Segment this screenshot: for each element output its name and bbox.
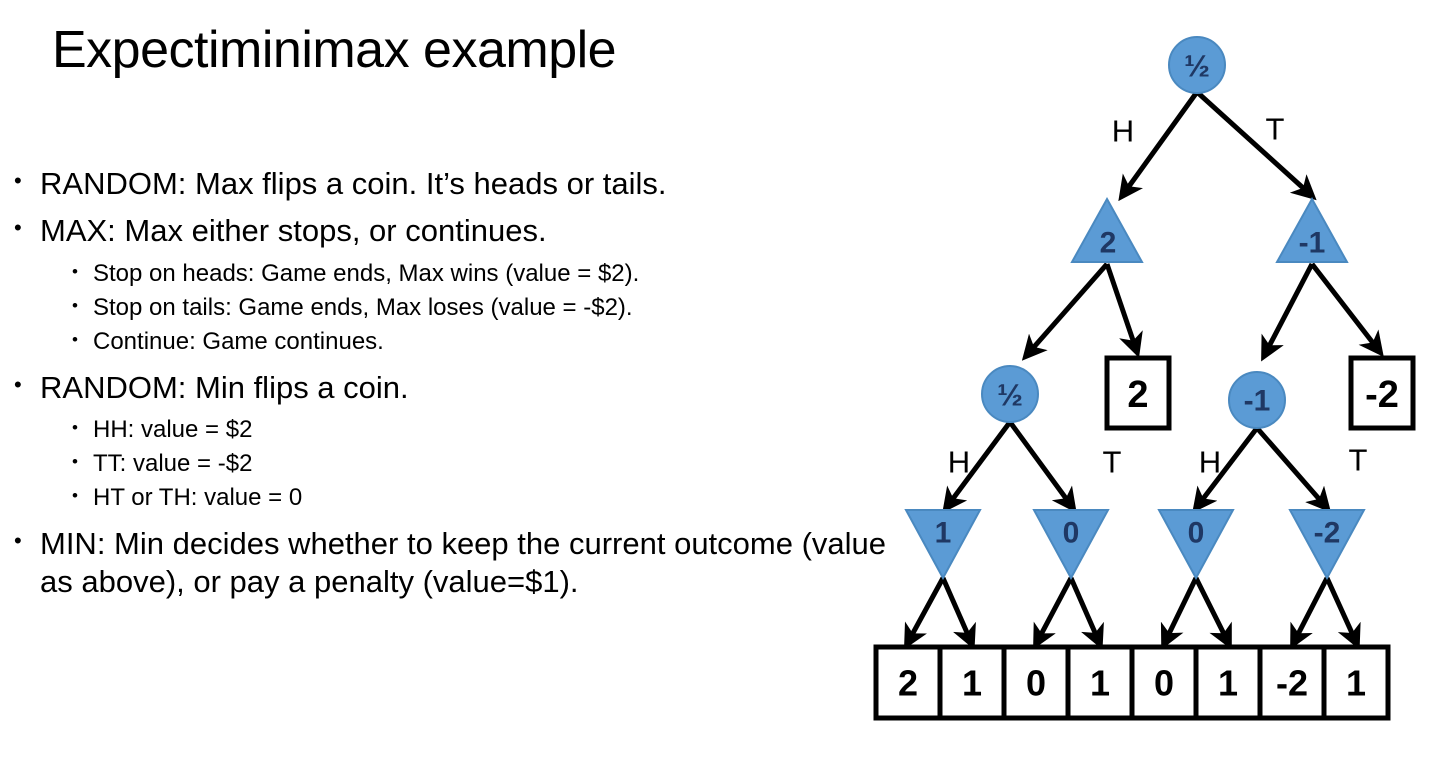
tree-terminal-stop-heads[interactable]: 2 [1104,355,1172,431]
list-item-text: HH: value = $2 [93,416,253,444]
tree-node-min-1[interactable]: 1 [904,509,982,581]
tree-node-min-4[interactable]: -2 [1288,509,1366,581]
list-spacer [14,361,894,369]
tree-leaf-7[interactable]: -2 [1257,644,1327,721]
bullet-dot-icon: • [72,261,78,281]
tree-node-chance-right-label: -1 [1244,385,1271,418]
edge-min-2-to-leaf-4 [1068,576,1104,650]
tree-leaf-8[interactable]: 1 [1321,644,1391,721]
bullet-list: • RANDOM: Max flips a coin. It’s heads o… [14,165,894,610]
edge-chance-left-to-min-2 [1007,420,1077,514]
tree-node-root-label: ½ [1184,49,1210,84]
tree-leaf-4[interactable]: 1 [1065,644,1135,721]
edge-label-root-h: H [1112,114,1134,149]
list-spacer [14,517,894,525]
bullet-dot-icon: • [72,452,78,472]
tree-node-max-left[interactable]: 2 [1070,196,1144,263]
tree-node-min-1-label: 1 [935,517,952,550]
list-item-text: RANDOM: Max flips a coin. It’s heads or … [40,166,667,201]
edge-label-chance-left-t: T [1103,445,1122,480]
edge-min-4-to-leaf-7 [1290,576,1330,650]
edge-label-chance-left-h: H [948,445,970,480]
edge-label-chance-right-t: T [1349,443,1368,478]
tree-terminal-stop-tails[interactable]: -2 [1348,355,1416,431]
edge-min-1-to-leaf-1 [904,576,946,650]
bullet-dot-icon: • [14,168,22,193]
list-item: • HT or TH: value = 0 [72,483,894,513]
list-item-text: RANDOM: Min flips a coin. [40,369,409,405]
list-item: • Stop on tails: Game ends, Max loses (v… [72,293,894,323]
bullet-dot-icon: • [72,418,78,438]
edge-max-right-to-terminal [1310,262,1384,357]
list-item: • HH: value = $2 [72,415,894,445]
tree-leaf-1[interactable]: 2 [873,644,943,721]
bullet-dot-icon: • [14,528,22,554]
tree-node-chance-right[interactable]: -1 [1228,371,1286,429]
tree-node-min-2[interactable]: 0 [1032,509,1110,581]
edge-root-to-max-right [1195,90,1317,201]
list-item-text: TT: value = -$2 [93,450,253,478]
tree-leaf-5-label: 0 [1154,663,1174,704]
tree-node-root-chance[interactable]: ½ [1168,36,1226,94]
edge-root-to-max-left [1118,90,1200,202]
tree-terminal-stop-tails-label: -2 [1365,374,1399,416]
edge-max-left-to-chance [1021,262,1109,361]
list-item: • MIN: Min decides whether to keep the c… [14,525,894,601]
tree-leaf-6[interactable]: 1 [1193,644,1263,721]
edge-max-right-to-chance [1261,262,1315,362]
list-item: • MAX: Max either stops, or continues. [14,212,894,250]
list-item-text: Stop on tails: Game ends, Max loses (val… [93,293,633,321]
tree-leaf-3-label: 0 [1026,663,1046,704]
tree-node-chance-left-label: ½ [997,378,1023,413]
list-item: • RANDOM: Min flips a coin. [14,369,894,407]
list-item-text: HT or TH: value = 0 [93,484,303,512]
bullet-dot-icon: • [72,329,78,349]
edge-min-4-to-leaf-8 [1324,576,1361,650]
tree-node-min-3-label: 0 [1188,517,1205,550]
list-item: • Continue: Game continues. [72,327,894,357]
tree-node-max-right-label: -1 [1299,227,1326,260]
tree-leaf-2-label: 1 [962,663,982,704]
tree-node-min-2-label: 0 [1063,517,1080,550]
bullet-dot-icon: • [14,214,22,240]
tree-leaf-2[interactable]: 1 [937,644,1007,721]
list-item-text: MIN: Min decides whether to keep the cur… [40,526,887,600]
list-item-text: Continue: Game continues. [93,327,384,355]
edge-min-1-to-leaf-2 [940,576,976,650]
bullet-dot-icon: • [72,295,78,315]
tree-node-min-4-label: -2 [1314,517,1341,550]
list-item: • Stop on heads: Game ends, Max wins (va… [72,259,894,289]
edge-chance-right-to-min-4 [1255,426,1332,513]
tree-leaf-6-label: 1 [1218,663,1238,704]
tree-node-max-right[interactable]: -1 [1275,196,1349,263]
tree-leaf-1-label: 2 [898,663,918,704]
tree-leaf-7-label: -2 [1276,663,1308,704]
page-title: Expectiminimax example [52,21,617,79]
list-item-text: Stop on heads: Game ends, Max wins (valu… [93,259,640,287]
tree-node-chance-left[interactable]: ½ [981,365,1039,423]
tree-terminal-stop-heads-label: 2 [1127,374,1148,416]
tree-node-min-3[interactable]: 0 [1157,509,1235,581]
expectiminimax-tree-diagram: H T H T H T ½ 2 -1 ½ [840,0,1438,778]
edge-max-left-to-terminal [1104,263,1143,358]
tree-leaf-4-label: 1 [1090,663,1110,704]
list-item: • TT: value = -$2 [72,449,894,479]
bullet-dot-icon: • [72,486,78,506]
tree-leaf-8-label: 1 [1346,663,1366,704]
bullet-dot-icon: • [14,371,22,397]
edge-min-3-to-leaf-6 [1193,576,1232,650]
edge-label-chance-right-h: H [1199,445,1221,480]
list-item: • RANDOM: Max flips a coin. It’s heads o… [14,165,894,203]
edge-chance-right-to-min-3 [1192,426,1259,513]
edge-min-2-to-leaf-3 [1033,576,1074,650]
tree-node-max-left-label: 2 [1100,227,1117,260]
list-item-text: MAX: Max either stops, or continues. [40,212,547,248]
tree-leaf-3[interactable]: 0 [1001,644,1071,721]
tree-leaf-5[interactable]: 0 [1129,644,1199,721]
edge-label-root-t: T [1266,112,1285,147]
edge-chance-left-to-min-1 [942,420,1013,514]
edge-min-3-to-leaf-5 [1160,576,1199,650]
